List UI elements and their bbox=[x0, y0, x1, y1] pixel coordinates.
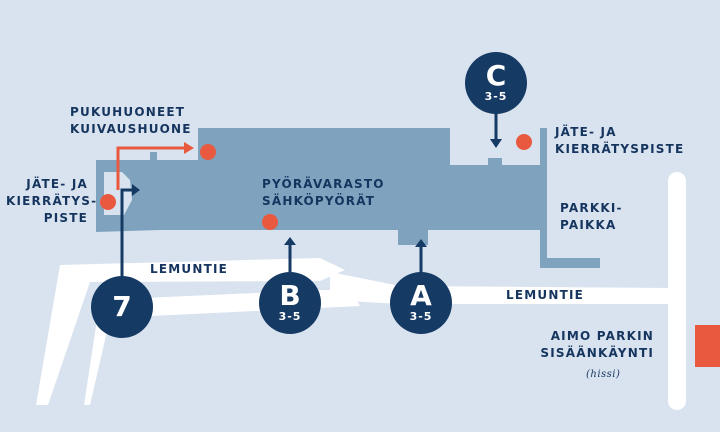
label-road-west: LEMUNTIE bbox=[150, 262, 229, 276]
road-aimo-access bbox=[668, 172, 686, 410]
road-lemuntie-west bbox=[36, 258, 345, 405]
label-bike-storage: PYÖRÄVARASTO SÄHKÖPYÖRÄT bbox=[262, 177, 385, 208]
label-waste-west: JÄTE- JA KIERRÄTYS- PISTE bbox=[6, 177, 98, 225]
label-dressing-rooms: PUKUHUONEET KUIVAUSHUONE bbox=[70, 105, 192, 136]
marker-a-floors: 3-5 bbox=[409, 310, 433, 323]
entrance-arrows bbox=[120, 112, 498, 278]
route-7 bbox=[120, 188, 134, 278]
route-c-arrow-icon bbox=[490, 139, 502, 148]
entrance-marker-a[interactable]: A 3-5 bbox=[390, 272, 452, 334]
dressing-room-arrow-icon bbox=[184, 142, 194, 154]
dot-icon bbox=[100, 194, 116, 210]
marker-b-floors: 3-5 bbox=[278, 310, 302, 323]
marker-c-floors: 3-5 bbox=[484, 90, 508, 103]
marker-b-label: B bbox=[279, 279, 301, 312]
label-road-east: LEMUNTIE bbox=[506, 288, 585, 302]
square-icon bbox=[695, 325, 720, 367]
label-waste-east: JÄTE- JA KIERRÄTYSPISTE bbox=[555, 125, 685, 156]
route-a-arrow-icon bbox=[415, 239, 427, 247]
road-lemuntie-east bbox=[330, 272, 672, 304]
marker-7-label: 7 bbox=[112, 290, 132, 323]
dressing-room-route bbox=[116, 146, 186, 190]
route-7-arrow-icon bbox=[132, 184, 140, 196]
label-parking: PARKKI- PAIKKA bbox=[560, 201, 623, 232]
label-aimo-entrance: AIMO PARKIN SISÄÄNKÄYNTI bbox=[540, 329, 654, 360]
dot-icon bbox=[262, 214, 278, 230]
entrance-marker-c[interactable]: C 3-5 bbox=[465, 52, 527, 114]
entrance-marker-7[interactable]: 7 bbox=[91, 276, 153, 338]
marker-a-label: A bbox=[410, 279, 432, 312]
label-elevator: (hissi) bbox=[586, 369, 621, 380]
waste-points bbox=[100, 134, 532, 230]
route-b-arrow-icon bbox=[284, 237, 296, 245]
dot-icon bbox=[200, 144, 216, 160]
marker-c-label: C bbox=[485, 59, 507, 92]
building-parking-wing bbox=[540, 128, 600, 268]
dot-icon bbox=[516, 134, 532, 150]
entrance-marker-b[interactable]: B 3-5 bbox=[259, 272, 321, 334]
